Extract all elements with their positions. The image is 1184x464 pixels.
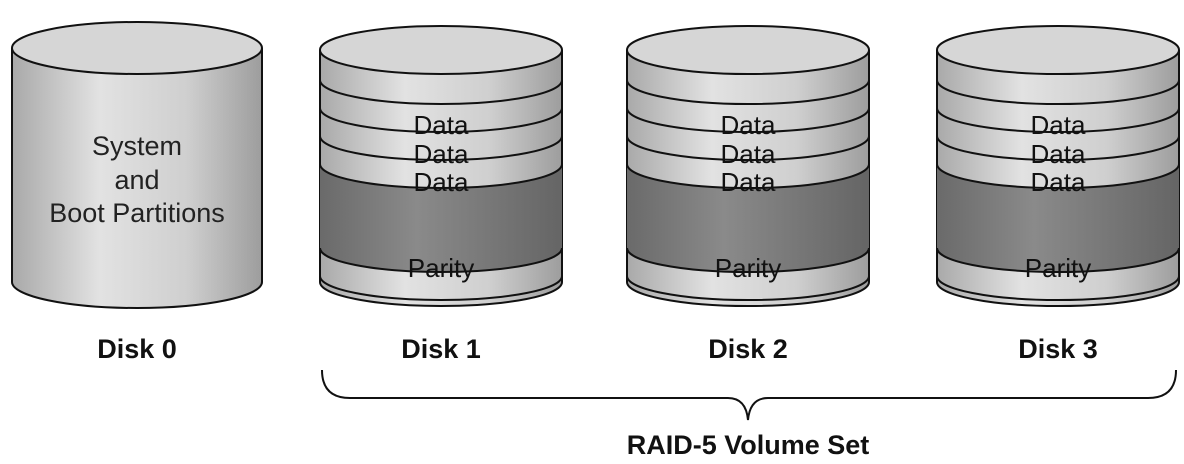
disk-1-band-edge xyxy=(319,79,563,105)
parity-label: Parity xyxy=(408,253,474,283)
disk-0: System and Boot Partitions Disk 0 xyxy=(11,21,263,364)
data-label: Data xyxy=(721,139,776,169)
volume-set-label: RAID-5 Volume Set xyxy=(627,430,870,460)
disk-3-top xyxy=(936,25,1180,75)
disk-0-top xyxy=(11,21,263,75)
disk-2-band-edge xyxy=(626,247,870,273)
disk-2-label: Disk 2 xyxy=(708,334,788,364)
data-label: Data xyxy=(1031,139,1086,169)
data-label: Data xyxy=(414,167,469,197)
parity-label: Parity xyxy=(1025,253,1091,283)
parity-label: Parity xyxy=(715,253,781,283)
disk-3-label: Disk 3 xyxy=(1018,334,1098,364)
disk-2-band-edge xyxy=(626,163,870,189)
disk-1-band-edge xyxy=(319,135,563,161)
disk-2-unused-stripe xyxy=(627,164,869,272)
disk-1-band-edge xyxy=(319,107,563,133)
disk-2-band-edge xyxy=(626,107,870,133)
disk-3-band-edge xyxy=(936,107,1180,133)
disk-1-top xyxy=(319,25,563,75)
disk-2-band-edge xyxy=(626,79,870,105)
disk-1-band-edge xyxy=(319,275,563,301)
disk-1-band-edge xyxy=(319,163,563,189)
disk-0-line-1: System xyxy=(92,131,182,161)
disk-3-band-edge xyxy=(936,163,1180,189)
data-label: Data xyxy=(721,110,776,140)
disk-3-band-edge xyxy=(936,135,1180,161)
volume-set-brace xyxy=(321,369,1177,421)
disk-1-band-edge xyxy=(319,247,563,273)
disk-3-unused-stripe xyxy=(937,164,1179,272)
disk-2-band-edge xyxy=(626,275,870,301)
data-label: Data xyxy=(414,110,469,140)
disk-3-band-edge xyxy=(936,247,1180,273)
disk-0-label: Disk 0 xyxy=(97,334,177,364)
disk-2-top xyxy=(626,25,870,75)
data-label: Data xyxy=(414,139,469,169)
disk-2-band-edge xyxy=(626,135,870,161)
data-label: Data xyxy=(1031,110,1086,140)
disk-1-unused-stripe xyxy=(320,164,562,272)
disk-0-body xyxy=(11,48,263,309)
disk-3-band-edge xyxy=(936,79,1180,105)
disk-0-line-2: and xyxy=(114,165,159,195)
disk-0-line-3: Boot Partitions xyxy=(49,198,225,228)
data-label: Data xyxy=(1031,167,1086,197)
disk-1-label: Disk 1 xyxy=(401,334,481,364)
data-label: Data xyxy=(721,167,776,197)
disk-3-band-edge xyxy=(936,275,1180,301)
